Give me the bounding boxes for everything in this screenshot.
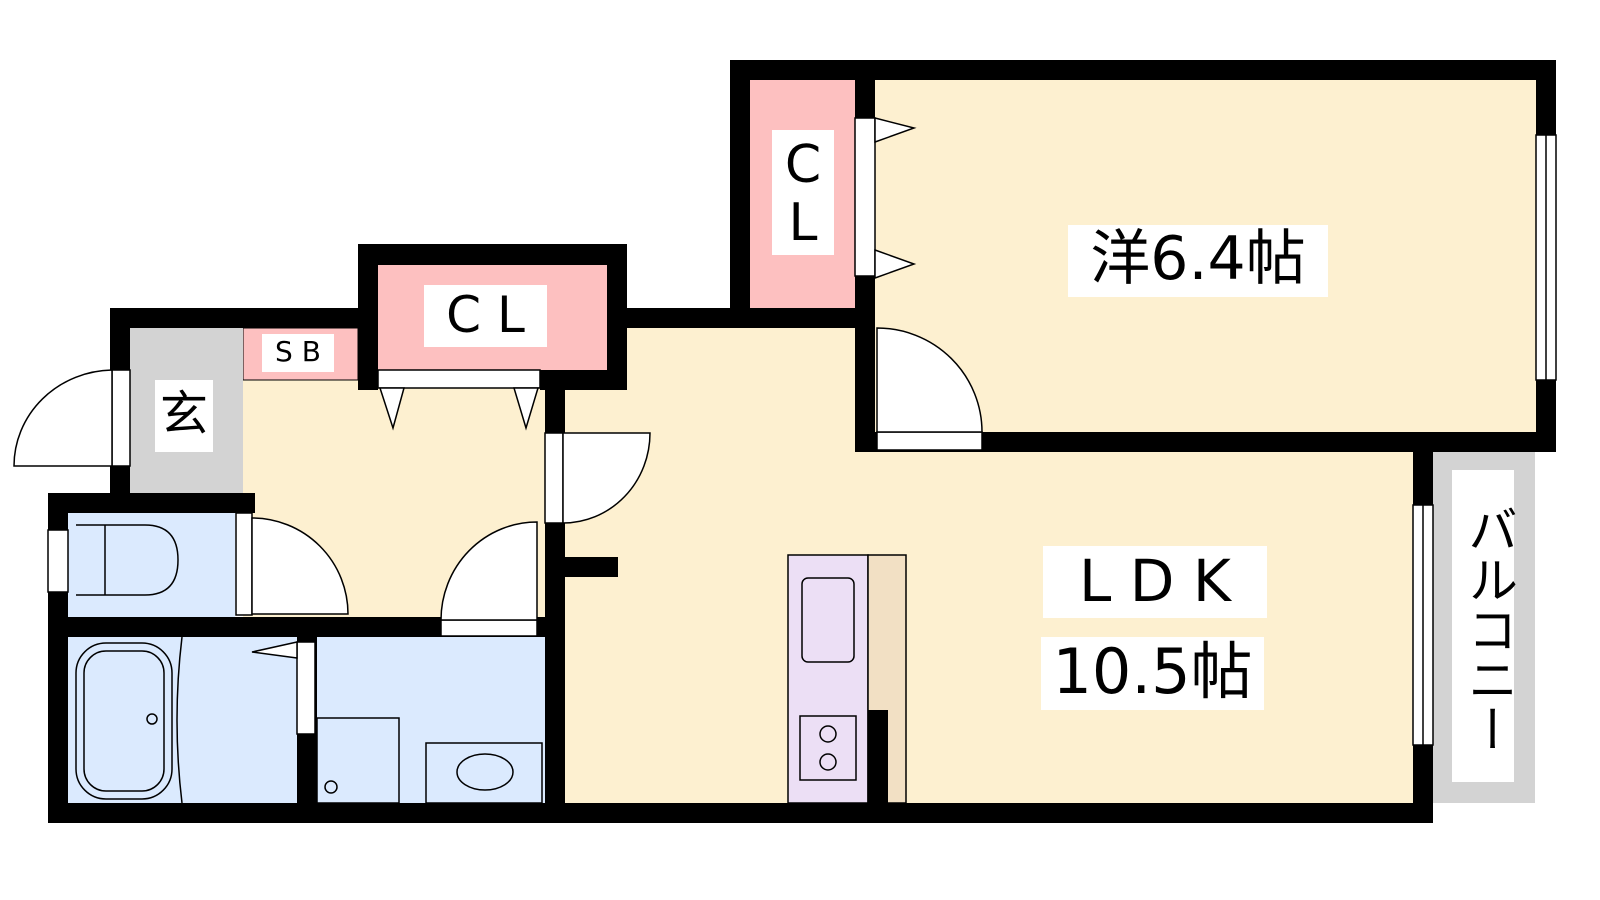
closet-mid-label: C L: [424, 285, 547, 347]
toilet-floor: [68, 513, 235, 617]
balcony-label: バルコニー: [1452, 470, 1518, 782]
western-room-label: 洋6.4帖: [1068, 225, 1328, 297]
windows: [47, 117, 1557, 746]
sink-icon: [801, 577, 855, 663]
toilet-icon: [76, 524, 179, 596]
door-swings: [13, 117, 983, 659]
entrance-label: 玄: [155, 380, 213, 452]
shoe-box-label: S B: [262, 334, 334, 372]
closet-top-label: CL: [772, 130, 834, 255]
washbasin-icon: [425, 742, 543, 804]
stove-burner-icon: [819, 725, 837, 743]
stove-icon: [799, 715, 857, 781]
ldk-size-label: 10.5帖: [1041, 637, 1264, 710]
bath-floor: [68, 637, 297, 803]
stove-burner-icon: [819, 753, 837, 771]
ldk-label: L D K: [1043, 546, 1267, 618]
washroom-floor: [317, 637, 545, 803]
bathtub-icon: [75, 642, 173, 800]
fixtures: [75, 524, 543, 804]
